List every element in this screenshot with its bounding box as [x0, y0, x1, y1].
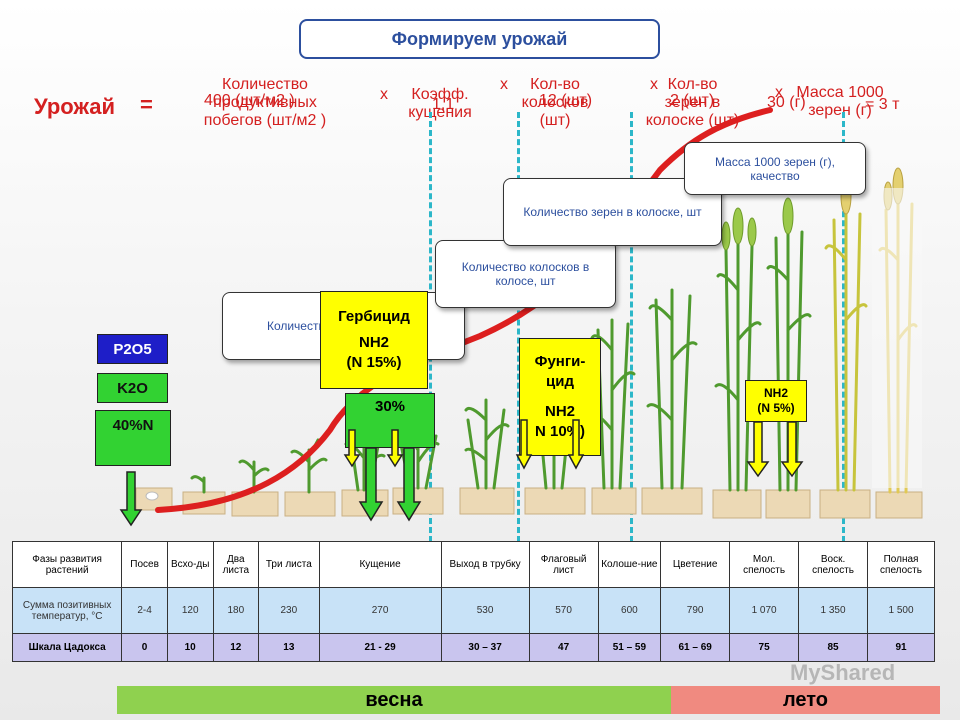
arrow-down-icon — [119, 471, 143, 527]
herbicide-box: Гербицид NH2 (N 15%) — [320, 291, 428, 389]
divider-line-3 — [630, 112, 633, 542]
formula-term-spikelets: Кол-во колосков 12 (шт) (шт) — [521, 76, 593, 129]
formula-term-shoots: Количество продуктивных 400 (шт/м2 ) поб… — [203, 76, 327, 129]
page-title: Формируем урожай — [299, 19, 660, 59]
multiply-sign-2: x — [500, 76, 508, 93]
harvest-label: Урожай — [34, 94, 116, 119]
late-nitrogen-box: NH2 (N 5%) — [745, 380, 807, 422]
shoots-value: 400 (шт/м2 ) — [204, 92, 295, 109]
mass-value: 30 (г) — [767, 94, 806, 111]
spikelets-value: 12 (шт) — [539, 92, 593, 109]
table-row-temperatures: Сумма позитивных температур, °С 2-4 120 … — [11, 587, 935, 634]
formula-term-grains: Кол-во зерен в 2 (шт) колоске (шт) — [645, 76, 740, 129]
seed-icon — [145, 491, 159, 501]
season-summer: лето — [671, 686, 940, 714]
divider-line-2 — [517, 112, 520, 542]
callout-grains: Количество зерен в колоске, шт — [503, 178, 722, 246]
tillering-value: 1,1 — [432, 96, 455, 113]
grains-value: 2 (шт) — [670, 92, 715, 109]
fertilizer-arrows — [119, 419, 804, 527]
nutrient-n30: 30% — [345, 393, 435, 448]
watermark: MyShared — [790, 660, 896, 685]
season-spring: весна — [117, 686, 671, 714]
multiply-sign-1: x — [380, 86, 388, 103]
nutrient-p2o5: P2O5 — [97, 334, 168, 364]
nutrient-k2o: K2O — [97, 373, 168, 403]
callout-spikelets: Количество колосков в колосе, шт — [435, 240, 616, 308]
multiply-sign-3: x — [650, 76, 658, 93]
result-value: = 3 т — [865, 96, 900, 113]
nutrient-n40: 40%N — [95, 410, 171, 466]
table-row-phases: Фазы развития растений Посев Всхо-ды Два… — [11, 541, 935, 588]
formula-term-tillering: Коэфф. 1,1 кущения — [408, 86, 472, 121]
phase-table: Фазы развития растений Посев Всхо-ды Два… — [11, 541, 935, 662]
equals-sign: = — [140, 92, 153, 117]
fungicide-box: Фунги- цид NH2 N 10%) — [519, 338, 601, 456]
divider-line-4 — [842, 112, 845, 542]
callout-mass: Масса 1000 зерен (г), качество — [684, 142, 866, 195]
table-row-zadoks: Шкала Цадокса 0 10 12 13 21 - 29 30 – 37… — [11, 633, 935, 662]
multiply-sign-4: x — [775, 84, 783, 101]
growth-curve — [155, 107, 773, 513]
formula-term-mass: Масса 1000 30 (г) зерен (г) — [767, 84, 884, 119]
